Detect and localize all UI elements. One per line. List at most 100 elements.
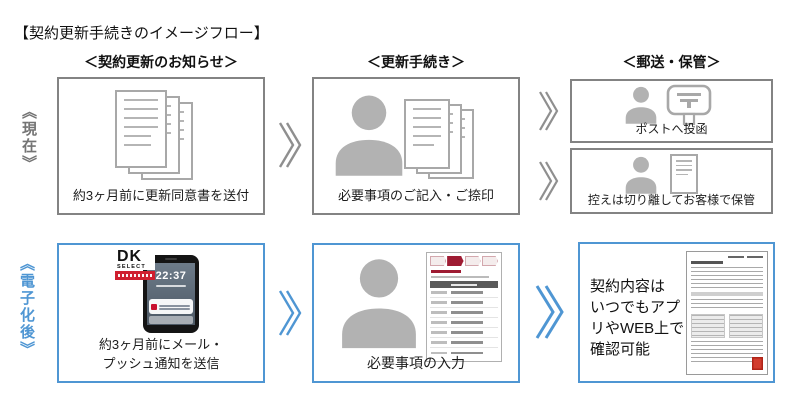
person-icon <box>625 86 657 124</box>
form-step-tab <box>430 256 447 266</box>
form-field-row <box>430 348 498 358</box>
step-box-view-anytime: 契約内容は いつでもアプ リやWEB上で 確認可能 <box>578 242 775 383</box>
doc-line <box>676 160 692 162</box>
phone-lockscreen: 22:37 <box>147 263 195 325</box>
form-step-tabs <box>430 256 498 266</box>
contract-table <box>729 314 763 338</box>
form-section-header-text <box>451 283 477 286</box>
document-page <box>670 154 698 194</box>
postal-sign-icon <box>666 84 712 126</box>
doc-line <box>413 117 441 119</box>
column-header-notice: ＜契約更新のお知らせ＞ <box>84 54 238 70</box>
field-value-line <box>451 291 483 294</box>
logo-dk-text: DK <box>115 249 155 265</box>
logo-ribbon <box>115 271 155 280</box>
caption-line: リやWEB上で <box>590 320 685 337</box>
logo-ribbon-tagline <box>118 274 152 277</box>
step-caption: ポストへ投函 <box>635 122 708 136</box>
doc-line <box>124 99 158 101</box>
field-label-line <box>431 351 447 355</box>
doc-line <box>413 126 441 128</box>
step-box-notice-digital: DK SELECT 22:37 <box>57 243 265 383</box>
push-notification-card <box>149 299 193 314</box>
column-header-procedure: ＜更新手続き＞ <box>367 54 465 70</box>
flow-arrow-icon <box>539 91 559 131</box>
page-title: 【契約更新手続きのイメージフロー】 <box>14 25 269 42</box>
step-box-fill-current: 必要事項のご記入・ご捺印 <box>312 77 520 215</box>
person-icon <box>342 259 416 349</box>
notification-card-secondary <box>149 316 193 324</box>
phone-notification-image: DK SELECT 22:37 <box>115 249 211 335</box>
row-label-digital: 《電子化後》 <box>18 256 35 358</box>
document-page-front <box>115 90 167 168</box>
field-value-line <box>451 301 483 304</box>
doc-line <box>413 135 441 137</box>
form-field-row <box>430 318 498 328</box>
step-caption-line2: プッシュ通知を送信 <box>102 356 220 371</box>
field-value-line <box>451 341 483 344</box>
notification-line <box>159 305 190 307</box>
contract-tables <box>691 314 763 338</box>
field-value-line <box>451 321 483 324</box>
step-caption: 必要事項のご記入・ご捺印 <box>337 188 494 203</box>
doc-line <box>124 135 151 137</box>
step-caption-multiline: 契約内容は いつでもアプ リやWEB上で 確認可能 <box>590 276 688 360</box>
field-label-line <box>431 341 447 344</box>
contract-title-line <box>691 261 724 264</box>
doc-line <box>676 173 688 175</box>
step-caption: 約3ヶ月前に更新同意書を送付 <box>72 188 250 203</box>
doc-line <box>676 169 692 171</box>
form-title-line <box>431 270 461 273</box>
doc-line <box>124 108 158 110</box>
contract-text-block <box>691 299 763 311</box>
app-icon <box>151 303 157 310</box>
person-icon <box>625 156 657 194</box>
flow-arrow-icon <box>539 161 559 201</box>
field-label-line <box>431 311 447 314</box>
form-step-tab <box>464 256 481 266</box>
step-box-fill-digital: 必要事項の入力 <box>312 243 520 383</box>
red-seal-stamp-icon <box>752 357 763 370</box>
form-section-header <box>430 281 498 288</box>
contract-header-lines <box>691 256 763 258</box>
column-header-mailing: ＜郵送・保管＞ <box>622 54 721 70</box>
caption-line: いつでもアプ <box>590 299 681 316</box>
form-step-tab <box>481 256 498 266</box>
step-box-keep-copy: 控えは切り離してお客様で保管 <box>570 148 773 214</box>
contract-header-line <box>747 256 763 258</box>
contract-header-line <box>728 256 744 258</box>
contract-text-block <box>691 267 763 289</box>
form-field-row <box>430 338 498 348</box>
form-field-row <box>430 328 498 338</box>
phone-time: 22:37 <box>155 270 187 282</box>
dk-select-logo: DK SELECT <box>115 249 155 280</box>
step-box-post: ポストへ投函 <box>570 79 773 143</box>
field-label-line <box>431 301 447 304</box>
field-label-line <box>431 291 447 294</box>
contract-table <box>691 314 725 338</box>
step-caption: 必要事項の入力 <box>367 355 465 371</box>
contract-section-band <box>691 292 763 296</box>
doc-line <box>124 144 151 146</box>
step-caption: 控えは切り離してお客様で保管 <box>587 193 756 207</box>
smartphone-icon: 22:37 <box>143 255 199 333</box>
doc-line <box>413 144 434 146</box>
field-label-line <box>431 321 447 324</box>
caption-line: 確認可能 <box>590 341 651 358</box>
logo-select-text: SELECT <box>115 264 155 270</box>
flow-arrow-icon <box>278 122 302 168</box>
document-page-front <box>404 99 450 169</box>
form-subtitle-line <box>431 276 489 278</box>
form-field-row <box>430 308 498 318</box>
person-icon <box>335 95 403 176</box>
row-label-current: 《現在》 <box>20 104 37 172</box>
doc-line <box>124 126 158 128</box>
step-caption-line1: 約3ヶ月前にメール・ <box>98 337 224 352</box>
notification-text-lines <box>159 304 191 310</box>
contract-text-block <box>691 341 763 363</box>
form-field-row <box>430 288 498 298</box>
form-step-tab-active <box>447 256 464 266</box>
field-value-line <box>451 331 483 334</box>
documents-stack-icon <box>115 90 195 182</box>
